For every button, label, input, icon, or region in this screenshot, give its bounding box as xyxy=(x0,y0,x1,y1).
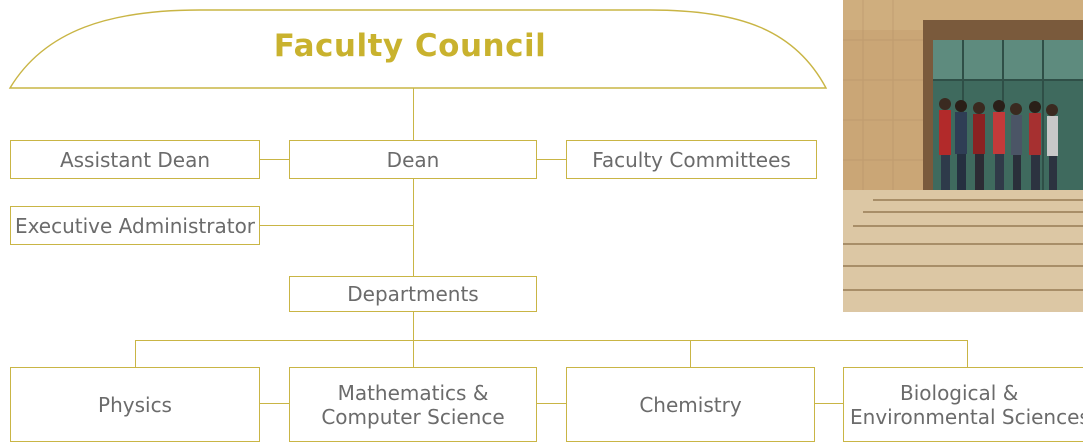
chemistry-box: Chemistry xyxy=(566,367,815,442)
executive-administrator-box: Executive Administrator xyxy=(10,206,260,245)
bus-drop-chemistry xyxy=(690,340,692,367)
chemistry-label: Chemistry xyxy=(639,392,742,417)
bus-drop-bio xyxy=(967,340,969,367)
bio-env-box: Biological & Environmental Sciences xyxy=(843,367,1083,442)
executive-administrator-label: Executive Administrator xyxy=(14,213,256,238)
connector-dean-departments xyxy=(413,178,415,276)
math-cs-label-line1: Mathematics & xyxy=(337,380,489,405)
departments-box: Departments xyxy=(289,276,537,312)
bio-env-label-line1: Biological & xyxy=(900,380,1019,405)
faculty-committees-box: Faculty Committees xyxy=(566,140,817,179)
department-bus xyxy=(135,340,968,342)
connector-departments-bus xyxy=(413,311,415,340)
physics-box: Physics xyxy=(10,367,260,442)
math-cs-label-line2: Computer Science xyxy=(321,404,505,429)
physics-label: Physics xyxy=(98,392,172,417)
dean-box: Dean xyxy=(289,140,537,179)
bio-env-label-line2: Environmental Sciences xyxy=(850,404,1083,429)
council-arch xyxy=(8,9,828,89)
connector-chemistry-bio xyxy=(814,403,845,405)
connector-executive xyxy=(259,225,414,227)
faculty-building-photo xyxy=(843,0,1083,312)
departments-label: Departments xyxy=(347,282,479,306)
assistant-dean-box: Assistant Dean xyxy=(10,140,260,179)
assistant-dean-label: Assistant Dean xyxy=(59,147,211,172)
bus-drop-physics xyxy=(135,340,137,367)
connector-dean-committees xyxy=(536,159,567,161)
bus-drop-math xyxy=(413,340,415,367)
math-cs-box: Mathematics & Computer Science xyxy=(289,367,537,442)
connector-physics-math xyxy=(259,403,290,405)
connector-council-dean xyxy=(413,88,415,140)
connector-dean-assistant xyxy=(259,159,290,161)
connector-math-chemistry xyxy=(536,403,567,405)
dean-label: Dean xyxy=(386,147,440,172)
faculty-committees-label: Faculty Committees xyxy=(592,147,791,172)
council-title: Faculty Council xyxy=(273,28,547,64)
